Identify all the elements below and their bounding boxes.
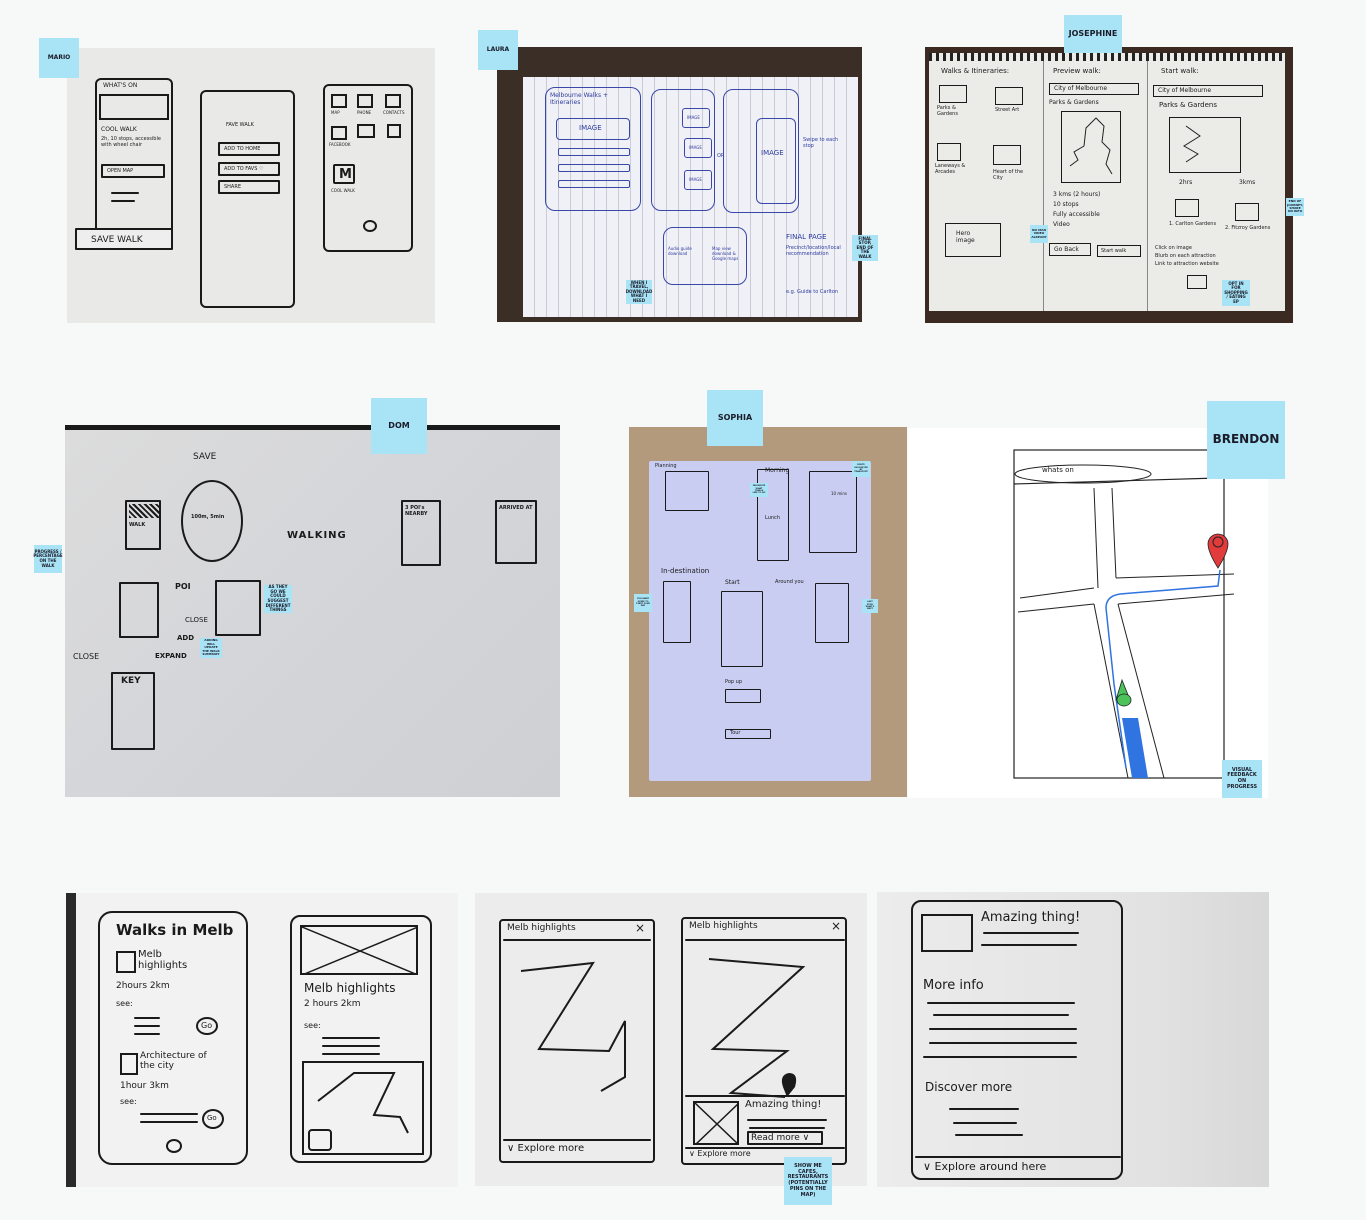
go-button[interactable]: Go (196, 1017, 218, 1035)
sticky-note: FAVOURITE WHAT THINGS LIKE TO DO (750, 483, 768, 497)
share-button[interactable]: SHARE (218, 180, 280, 194)
image-placeholder (921, 914, 973, 952)
walk-title: COOL WALK (101, 126, 137, 133)
speech-bubble: 100m, 5min (181, 480, 243, 562)
laura-screen-4: Audio guide download Map view download &… (663, 227, 747, 285)
sticky-laura: LAURA (478, 30, 518, 70)
walk-screen: WALK (125, 500, 161, 550)
mario-header: WHAT'S ON (103, 82, 138, 89)
arrived-screen: ARRIVED AT (495, 500, 537, 564)
sticky-brendon: BRENDON (1207, 401, 1285, 479)
sticky-note: NO MAN VIDEO ALREADY (1030, 225, 1048, 243)
go-button[interactable]: Go (202, 1109, 224, 1129)
cool-walk-app-icon[interactable]: M (333, 164, 355, 184)
poi-screen (215, 580, 261, 636)
josephine-sketch-photo: Walks & Itineraries: Parks & Gardens Str… (925, 47, 1293, 323)
close-icon[interactable]: × (635, 921, 646, 935)
sticky-dom: DOM (371, 398, 427, 454)
map-screen-2: Melb highlights × Amazing thing! Read mo… (681, 917, 847, 1165)
sticky-note: SHOW ME CAFES, RESTAURANTS (POTENTIALLY … (784, 1157, 832, 1205)
image-placeholder (99, 94, 169, 120)
start-walk-button[interactable]: Start walk (1097, 245, 1141, 257)
key-screen: KEY (111, 672, 155, 750)
walk-map (1169, 117, 1241, 173)
melb-highlights-sketch-photo: Melb highlights × ∨ Explore more Melb hi… (475, 893, 867, 1186)
sticky-note: END OF JOURNEY, SHARE ON INFO (1286, 198, 1304, 216)
sticky-note: LAST STOP, WHAT'S NEXT (862, 599, 878, 613)
go-back-button[interactable]: Go Back (1049, 243, 1091, 256)
sticky-note: PROGRESS / PERCENTAGE ON THE WALK (33, 545, 63, 573)
sticky-note: WHEN I TRAVEL, DOWNLOAD WHAT I NEED (625, 279, 653, 304)
laura-screen-2: IMAGE IMAGE IMAGE (651, 89, 715, 211)
whats-on-search[interactable]: whats on (1042, 466, 1074, 474)
add-to-favs-button[interactable]: ADD TO FAVS ♡ (218, 162, 280, 176)
sticky-note: FINAL STOP, END OF THE WALK (852, 235, 878, 261)
sticky-mario: MARIO (39, 38, 79, 78)
sticky-sophia: SOPHIA (707, 390, 763, 446)
walks-in-melb-sketch-photo: Walks in Melb Melb highlights 2hours 2km… (66, 893, 458, 1187)
explore-more-button[interactable]: ∨ Explore more (689, 1149, 751, 1158)
route-map (302, 1061, 424, 1155)
amazing-thing-sketch-photo: Amazing thing! More info Discover more ∨… (877, 892, 1269, 1187)
laura-sketch-photo: Melbourne Walks + Itineraries IMAGE IMAG… (497, 47, 862, 322)
sticky-note: ADDING WILL UPDATE THE WALK SUMMARY (200, 638, 222, 658)
sophia-sketch-photo: Planning Morning Lunch 10 mins In-destin… (629, 427, 907, 797)
pois-nearby-screen: 3 POI's NEARBY (401, 500, 441, 566)
sticky-josephine: JOSEPHINE (1064, 15, 1122, 53)
read-more-button[interactable]: Read more ∨ (747, 1131, 823, 1145)
tour-button[interactable]: Tour (725, 729, 771, 739)
city-of-melbourne-banner: City of Melbourne (1153, 85, 1263, 97)
open-map-button[interactable]: OPEN MAP (101, 164, 165, 178)
walks-list-screen: Walks in Melb Melb highlights 2hours 2km… (98, 911, 248, 1165)
mario-screen-3: MAP PHONE CONTACTS FACEBOOK M COOL WALK (323, 84, 413, 252)
walk-detail-screen: Melb highlights 2 hours 2km see: (290, 915, 432, 1163)
sticky-note: YOU WANT GUIDE TO START YOUR DAY (634, 594, 652, 612)
brendon-sketch-photo: whats on (908, 428, 1268, 798)
save-walk-button[interactable]: SAVE WALK (75, 228, 173, 250)
home-button-circle (363, 220, 377, 232)
explore-around-here-button[interactable]: ∨ Explore around here (923, 1160, 1047, 1173)
sticky-note: AS THEY GO WE COULD SUGGEST DIFFERENT TH… (264, 584, 292, 613)
location-button[interactable] (166, 1139, 182, 1153)
sticky-note: OPT IN FOR SHOPPING / EATING EP (1222, 280, 1250, 306)
dom-sketch-photo: SAVE WALK 100m, 5min POI CLOSE ADD CLOSE… (65, 425, 560, 797)
detail-screen: Amazing thing! More info Discover more ∨… (911, 900, 1123, 1180)
map-screen-1: Melb highlights × ∨ Explore more (499, 919, 655, 1163)
map-screen (119, 582, 159, 638)
mario-sketch-photo: WHAT'S ON COOL WALK 2h, 10 stops, access… (67, 48, 435, 323)
city-of-melbourne-banner: City of Melbourne (1049, 83, 1139, 95)
sticky-note: ROUTE SUGGESTED BY TRANSPORT (852, 461, 870, 477)
walk-info: 2h, 10 stops, accessible with wheel chai… (101, 136, 161, 148)
walk-map-preview (1061, 111, 1121, 183)
image-placeholder (300, 925, 418, 975)
laura-screen-3: IMAGE (723, 89, 799, 213)
laura-screen-1: Melbourne Walks + Itineraries IMAGE (545, 87, 641, 211)
image-placeholder (693, 1101, 739, 1145)
explore-more-button[interactable]: ∨ Explore more (507, 1143, 585, 1154)
sticky-note: VISUAL FEEDBACK ON PROGRESS (1222, 760, 1262, 798)
mario-screen-2: FAVE WALK ADD TO HOME ADD TO FAVS ♡ SHAR… (200, 90, 295, 308)
close-icon[interactable]: × (831, 919, 842, 933)
add-to-home-button[interactable]: ADD TO HOME (218, 142, 280, 156)
fullscreen-button[interactable] (308, 1129, 332, 1151)
mario-screen-1: WHAT'S ON COOL WALK 2h, 10 stops, access… (95, 78, 173, 243)
